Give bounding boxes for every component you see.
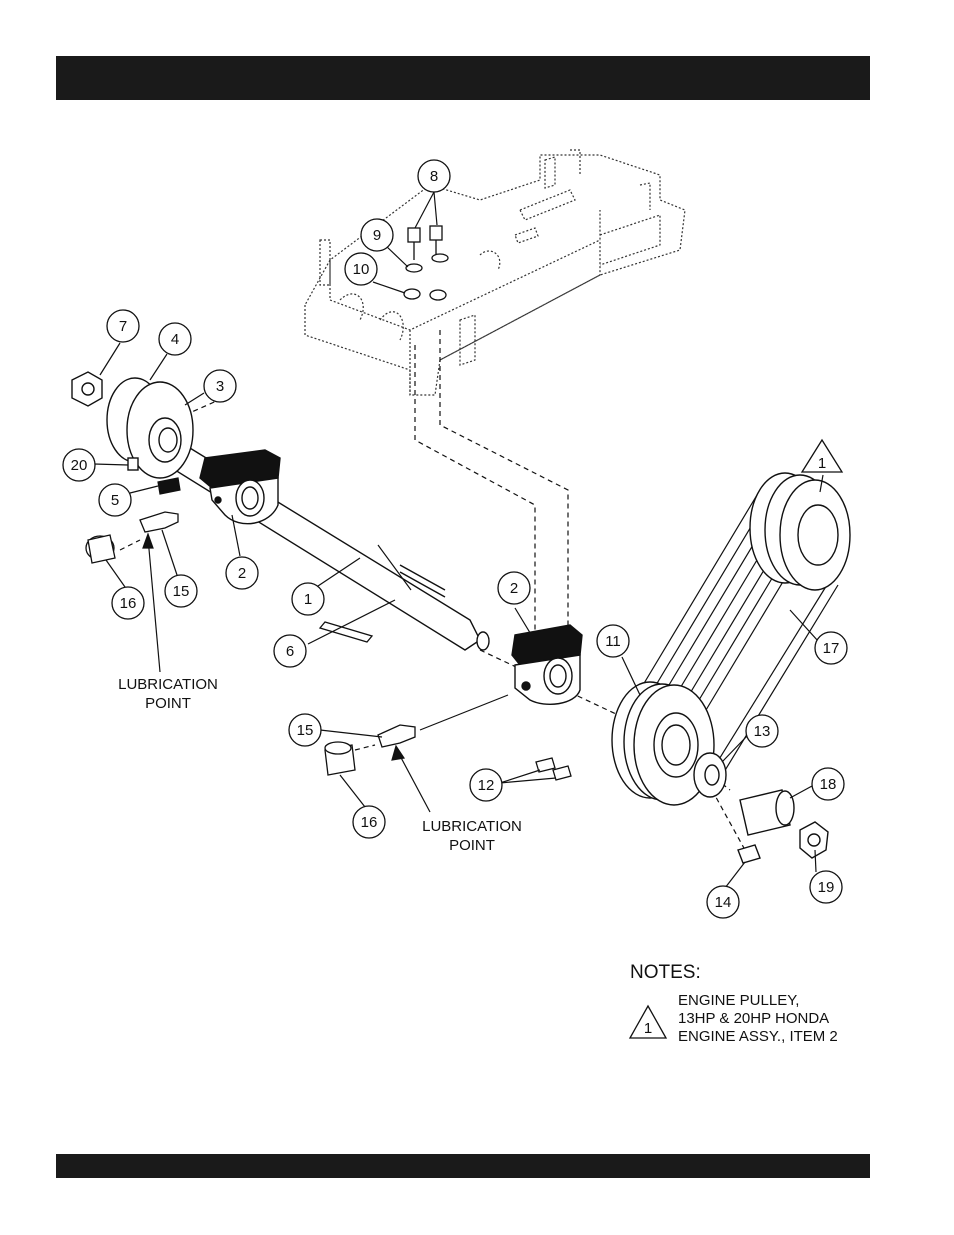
callout-label-18: 18 (820, 776, 837, 793)
notes-title: NOTES: (630, 962, 888, 984)
lubrication-left-line2: POINT (145, 695, 191, 712)
callout-label-7: 7 (119, 318, 127, 335)
callout-label-16a: 16 (120, 595, 137, 612)
callout-numbers: 8 9 10 7 4 3 20 5 2 1 6 15 16 2 11 15 16… (71, 168, 840, 911)
hub-parts (694, 753, 828, 863)
right-bearing-block (512, 625, 582, 704)
note-line-2: 13HP & 20HP HONDA (678, 1010, 838, 1028)
callout-label-14: 14 (715, 894, 732, 911)
callout-label-9: 9 (373, 227, 381, 244)
note-triangle-icon: 1 (628, 1002, 668, 1042)
callout-label-1: 1 (304, 591, 312, 608)
callout-label-triangle-1: 1 (818, 455, 826, 472)
bolts-and-washers (404, 226, 448, 300)
callout-label-4: 4 (171, 331, 179, 348)
callout-label-19: 19 (818, 879, 835, 896)
lubrication-labels: LUBRICATION POINT LUBRICATION POINT (118, 676, 522, 854)
callout-label-2b: 2 (510, 580, 518, 597)
left-bearing-block (200, 450, 280, 524)
callout-label-13: 13 (754, 723, 771, 740)
callout-label-8: 8 (430, 168, 438, 185)
callout-label-15b: 15 (297, 722, 314, 739)
lubrication-left-line1: LUBRICATION (118, 676, 218, 693)
callout-label-3: 3 (216, 378, 224, 395)
callout-label-11: 11 (605, 633, 621, 650)
callout-label-2a: 2 (238, 565, 246, 582)
callout-label-17: 17 (823, 640, 840, 657)
notes-block: NOTES: 1 ENGINE PULLEY, 13HP & 20HP HOND… (628, 962, 888, 1046)
note-line-3: ENGINE ASSY., ITEM 2 (678, 1028, 838, 1046)
note-triangle-number: 1 (644, 1020, 652, 1037)
callout-label-6: 6 (286, 643, 294, 660)
set-screws (536, 758, 571, 780)
pulley-key (158, 478, 180, 494)
callout-label-15a: 15 (173, 583, 190, 600)
lubrication-center-line2: POINT (449, 837, 495, 854)
note-line-1: ENGINE PULLEY, (678, 992, 838, 1010)
callout-label-10: 10 (353, 261, 370, 278)
lubrication-center-line1: LUBRICATION (422, 818, 522, 835)
note-item: 1 ENGINE PULLEY, 13HP & 20HP HONDA ENGIN… (628, 992, 888, 1046)
callout-label-5: 5 (111, 492, 119, 509)
callout-label-20: 20 (71, 457, 88, 474)
callout-label-16b: 16 (361, 814, 378, 831)
note-text: ENGINE PULLEY, 13HP & 20HP HONDA ENGINE … (678, 992, 838, 1046)
engine-pulley (750, 473, 850, 590)
callout-label-12: 12 (478, 777, 495, 794)
callouts (63, 160, 847, 918)
